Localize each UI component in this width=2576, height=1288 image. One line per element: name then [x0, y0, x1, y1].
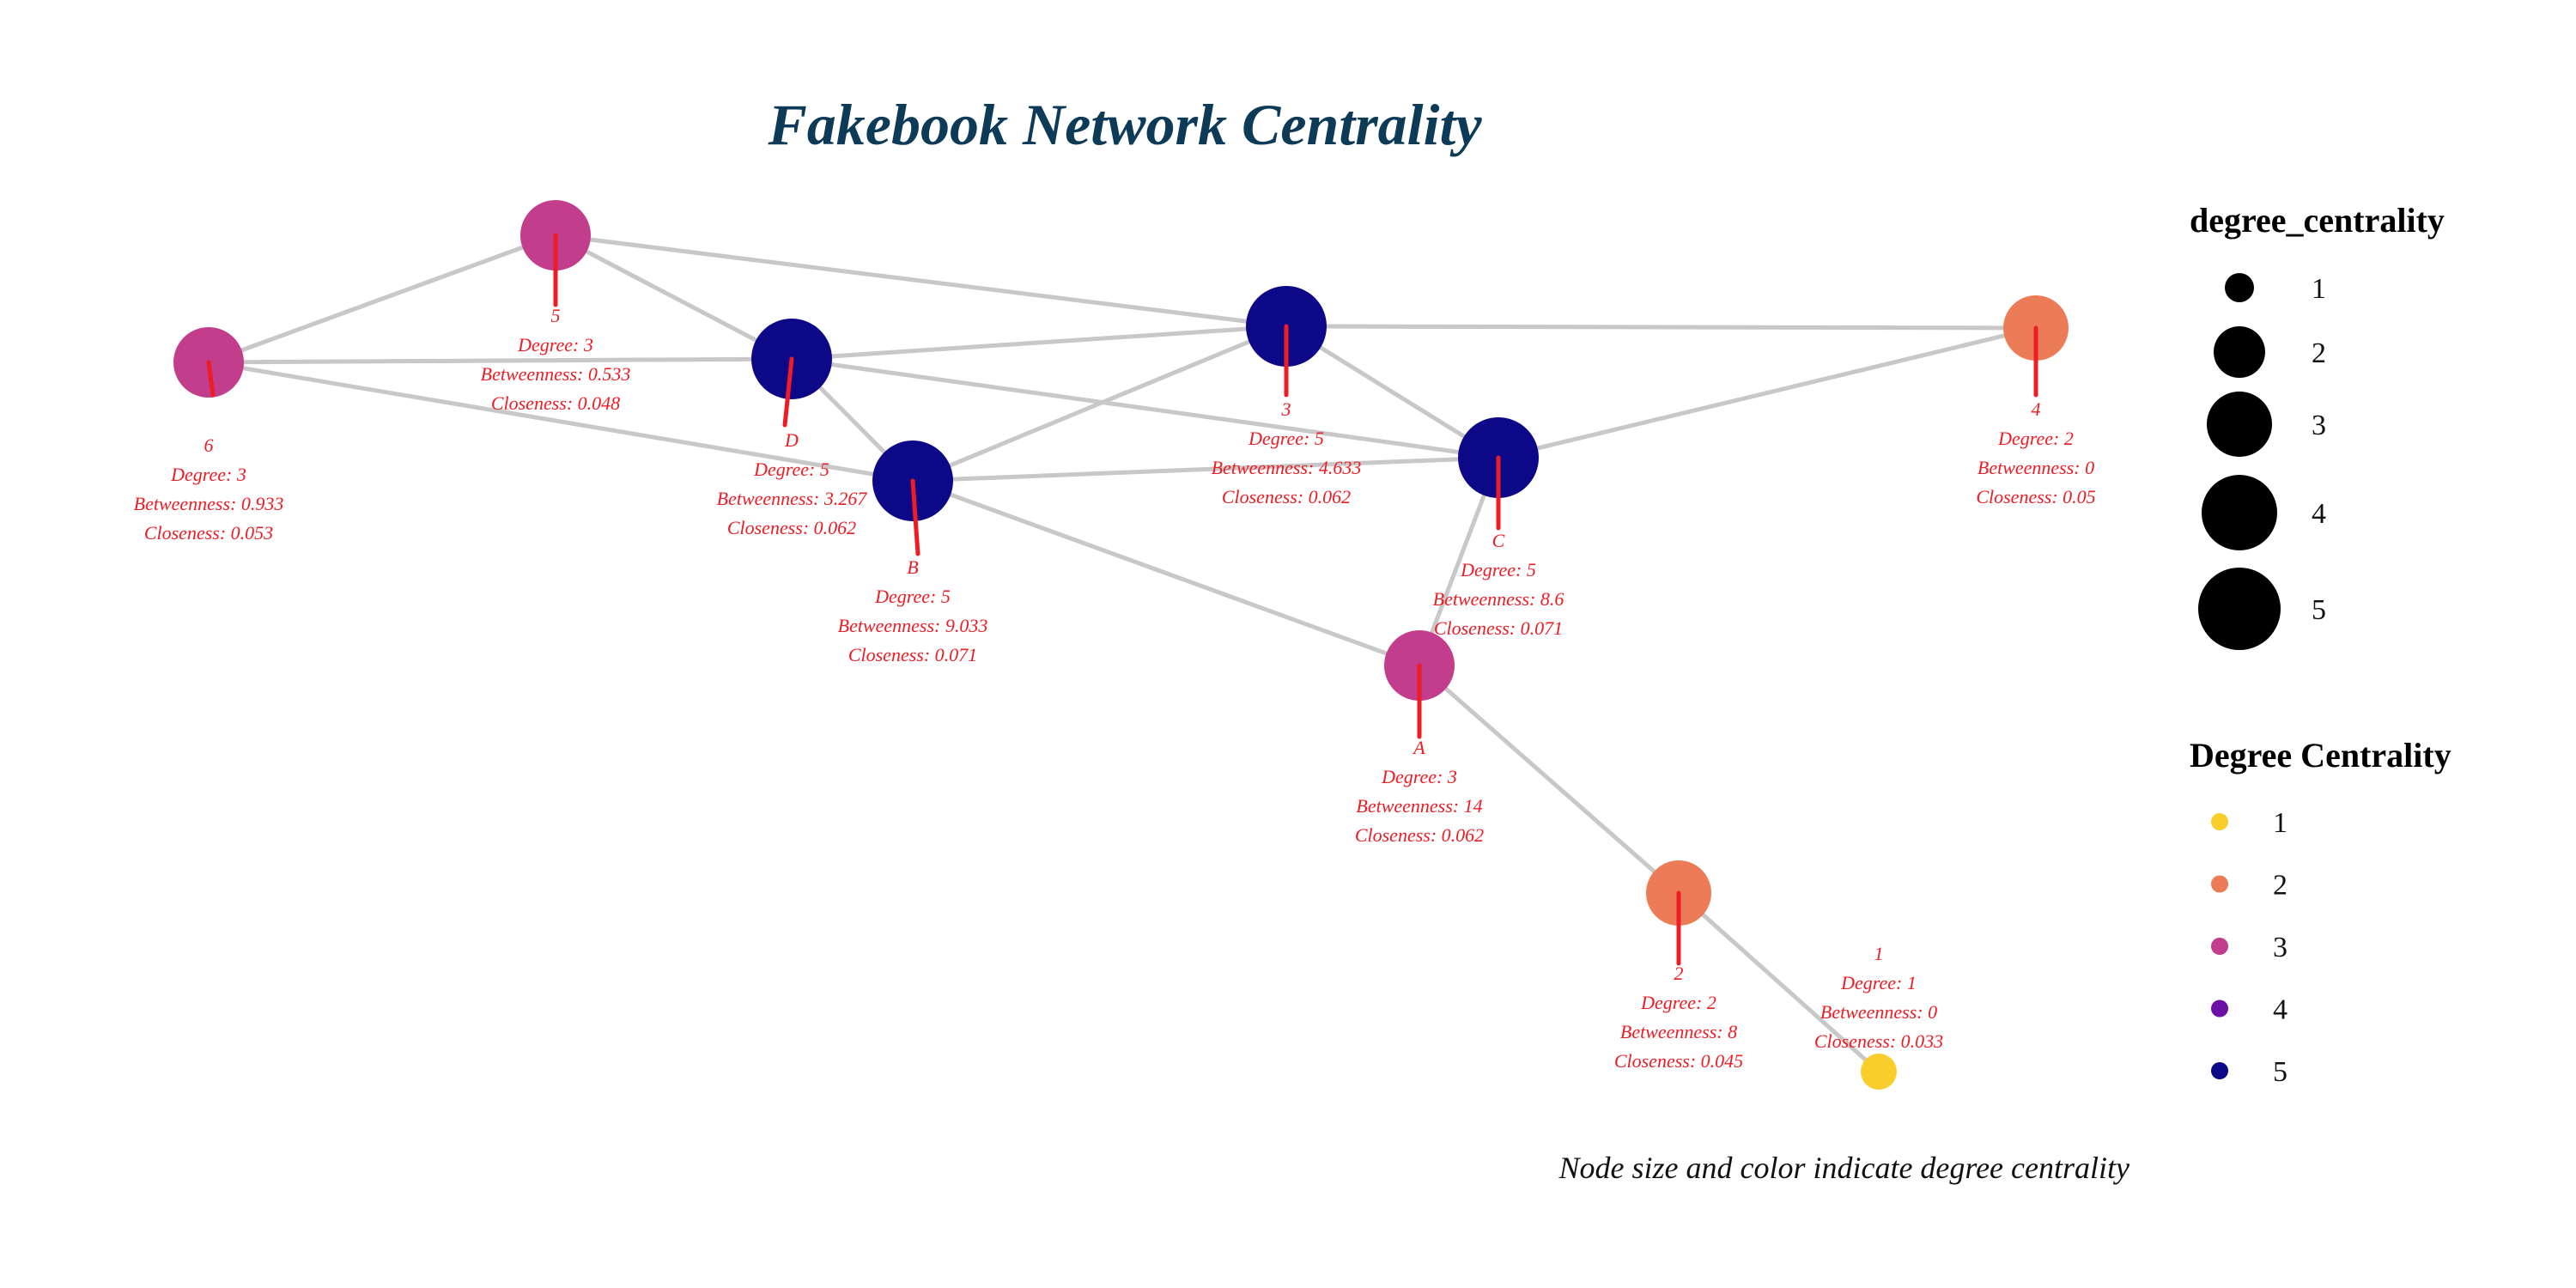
edge-3-C	[1285, 324, 1500, 460]
color-legend-label-5: 5	[2273, 1056, 2287, 1088]
node-B-name-label: B	[907, 556, 918, 578]
edge-6-B	[208, 360, 914, 483]
color-legend: Degree Centrality 1 2 3 4 5	[2190, 736, 2451, 1088]
node-C-closeness-label: Closeness: 0.071	[1434, 617, 1563, 639]
node-label-pointer-B	[910, 478, 920, 556]
edge-2-1	[1677, 891, 1880, 1073]
node-A-betweenness-label: Betweenness: 14	[1356, 795, 1482, 817]
edge-6-D	[208, 356, 793, 365]
node-2-name-label: 2	[1674, 963, 1684, 984]
color-legend-label-2: 2	[2273, 870, 2287, 902]
color-legend-swatch-3	[2211, 938, 2228, 955]
node-3-betweenness-label: Betweenness: 4.633	[1212, 457, 1362, 478]
chart-caption: Node size and color indicate degree cent…	[1558, 1151, 2129, 1185]
node-1[interactable]	[1861, 1054, 1897, 1090]
node-5-degree-label: Degree: 3	[517, 334, 593, 355]
node-A-name-label: A	[1412, 737, 1425, 758]
chart-title: Fakebook Network Centrality	[767, 92, 1482, 157]
node-1-betweenness-label: Betweenness: 0	[1820, 1001, 1937, 1023]
node-B-closeness-label: Closeness: 0.071	[848, 644, 977, 665]
size-legend-symbol-2	[2214, 326, 2265, 378]
node-4-name-label: 4	[2032, 398, 2041, 420]
node-C-degree-label: Degree: 5	[1460, 559, 1536, 580]
node-5-betweenness-label: Betweenness: 0.533	[481, 363, 631, 385]
color-legend-label-4: 4	[2273, 994, 2287, 1026]
node-4-degree-label: Degree: 2	[1997, 428, 2074, 449]
edge-C-4	[1498, 325, 2037, 460]
node-2-degree-label: Degree: 2	[1640, 992, 1716, 1013]
size-legend-label-2: 2	[2312, 337, 2326, 369]
size-legend-label-3: 3	[2312, 410, 2326, 441]
size-legend-label-5: 5	[2312, 594, 2326, 626]
node-D-closeness-label: Closeness: 0.062	[727, 517, 856, 538]
node-2-betweenness-label: Betweenness: 8	[1620, 1021, 1737, 1042]
color-legend-swatch-2	[2211, 875, 2228, 893]
edge-B-A	[912, 478, 1420, 668]
size-legend-symbol-5	[2198, 568, 2281, 650]
node-6-name-label: 6	[204, 434, 214, 456]
node-B-degree-label: Degree: 5	[874, 586, 951, 607]
nodes-layer	[173, 200, 2069, 1090]
node-1-closeness-label: Closeness: 0.033	[1814, 1030, 1943, 1052]
node-1-name-label: 1	[1874, 943, 1884, 964]
color-legend-swatch-4	[2211, 999, 2228, 1018]
node-5-name-label: 5	[551, 305, 561, 326]
node-4-betweenness-label: Betweenness: 0	[1978, 457, 2094, 478]
color-legend-items: 1 2 3 4 5	[2211, 807, 2287, 1088]
edges-layer	[208, 233, 2037, 1073]
node-C-name-label: C	[1492, 530, 1505, 551]
color-legend-swatch-5	[2211, 1062, 2228, 1079]
node-2-closeness-label: Closeness: 0.045	[1614, 1050, 1743, 1072]
node-D-name-label: D	[784, 429, 799, 451]
color-legend-label-1: 1	[2273, 807, 2287, 839]
node-D-degree-label: Degree: 5	[753, 459, 829, 480]
size-legend-symbol-1	[2225, 273, 2254, 302]
node-A-closeness-label: Closeness: 0.062	[1355, 824, 1484, 846]
size-legend-symbol-3	[2207, 392, 2272, 457]
edge-B-3	[912, 324, 1287, 483]
node-A-degree-label: Degree: 3	[1381, 766, 1457, 787]
node-C-betweenness-label: Betweenness: 8.6	[1433, 588, 1564, 610]
node-6-degree-label: Degree: 3	[170, 464, 246, 485]
size-legend-label-4: 4	[2312, 498, 2326, 530]
edge-B-C	[912, 455, 1499, 483]
edge-3-4	[1285, 324, 2037, 331]
node-6-closeness-label: Closeness: 0.053	[144, 522, 273, 544]
node-4-closeness-label: Closeness: 0.05	[1976, 486, 2095, 507]
size-legend: degree_centrality 1 2 3 4 5	[2190, 201, 2445, 650]
color-legend-label-3: 3	[2273, 932, 2287, 963]
node-3-closeness-label: Closeness: 0.062	[1222, 486, 1351, 507]
size-legend-title: degree_centrality	[2190, 201, 2445, 240]
node-B-betweenness-label: Betweenness: 9.033	[838, 615, 988, 636]
node-label-pointer-6	[206, 360, 216, 398]
node-3-degree-label: Degree: 5	[1248, 428, 1324, 449]
color-legend-swatch-1	[2211, 813, 2228, 830]
edge-D-3	[791, 324, 1287, 361]
node-D-betweenness-label: Betweenness: 3.267	[717, 488, 868, 509]
edge-6-5	[208, 233, 556, 365]
node-5-closeness-label: Closeness: 0.048	[491, 392, 620, 414]
node-label-pointer-D	[782, 356, 794, 428]
edge-5-3	[555, 233, 1287, 329]
size-legend-items: 1 2 3 4 5	[2198, 273, 2326, 650]
size-legend-symbol-4	[2202, 475, 2277, 550]
node-6-betweenness-label: Betweenness: 0.933	[134, 493, 284, 514]
edge-A-2	[1418, 664, 1680, 895]
size-legend-label-1: 1	[2312, 273, 2326, 305]
edge-5-D	[554, 233, 793, 361]
edge-D-C	[791, 356, 1499, 460]
node-3-name-label: 3	[1281, 398, 1291, 420]
color-legend-title: Degree Centrality	[2190, 736, 2451, 775]
node-1-degree-label: Degree: 1	[1840, 972, 1917, 993]
